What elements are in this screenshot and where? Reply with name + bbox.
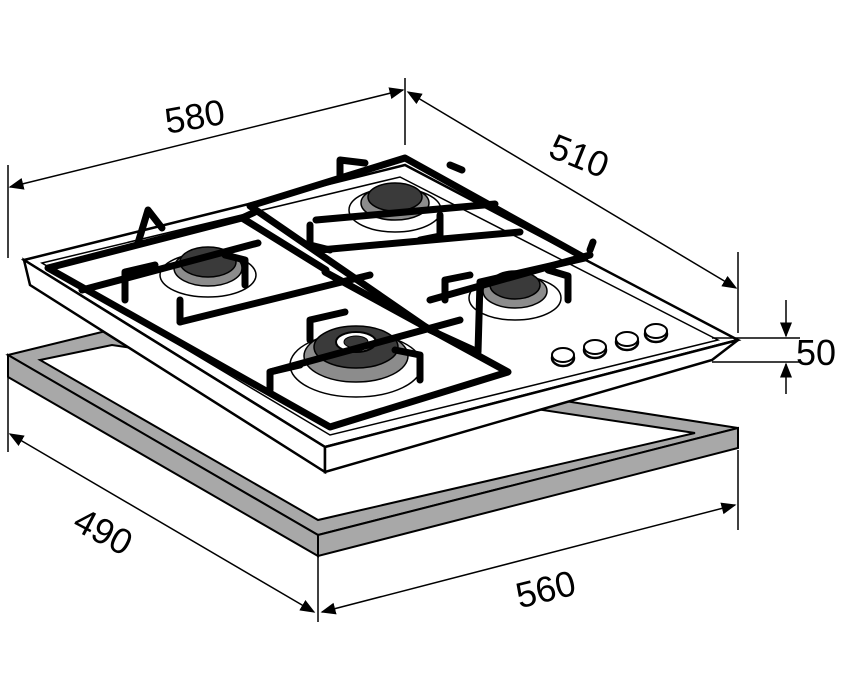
control-knobs [550,323,669,368]
control-knob-icon [643,323,669,344]
control-knob-icon [550,347,576,368]
hob-inner-rim [40,176,721,436]
hob-front-right-face [323,338,739,474]
dimension-label-490: 490 [67,499,139,563]
control-knob-icon [582,339,608,360]
dimension-height: 50 [712,300,836,394]
dimension-label-50: 50 [796,332,836,373]
dimension-label-560: 560 [511,562,579,616]
pan-support-left [44,206,512,431]
dimension-label-580: 580 [162,91,228,142]
control-knob-icon [614,331,640,352]
dimension-width-top: 580 [7,78,406,258]
dimension-label-510: 510 [544,126,615,187]
